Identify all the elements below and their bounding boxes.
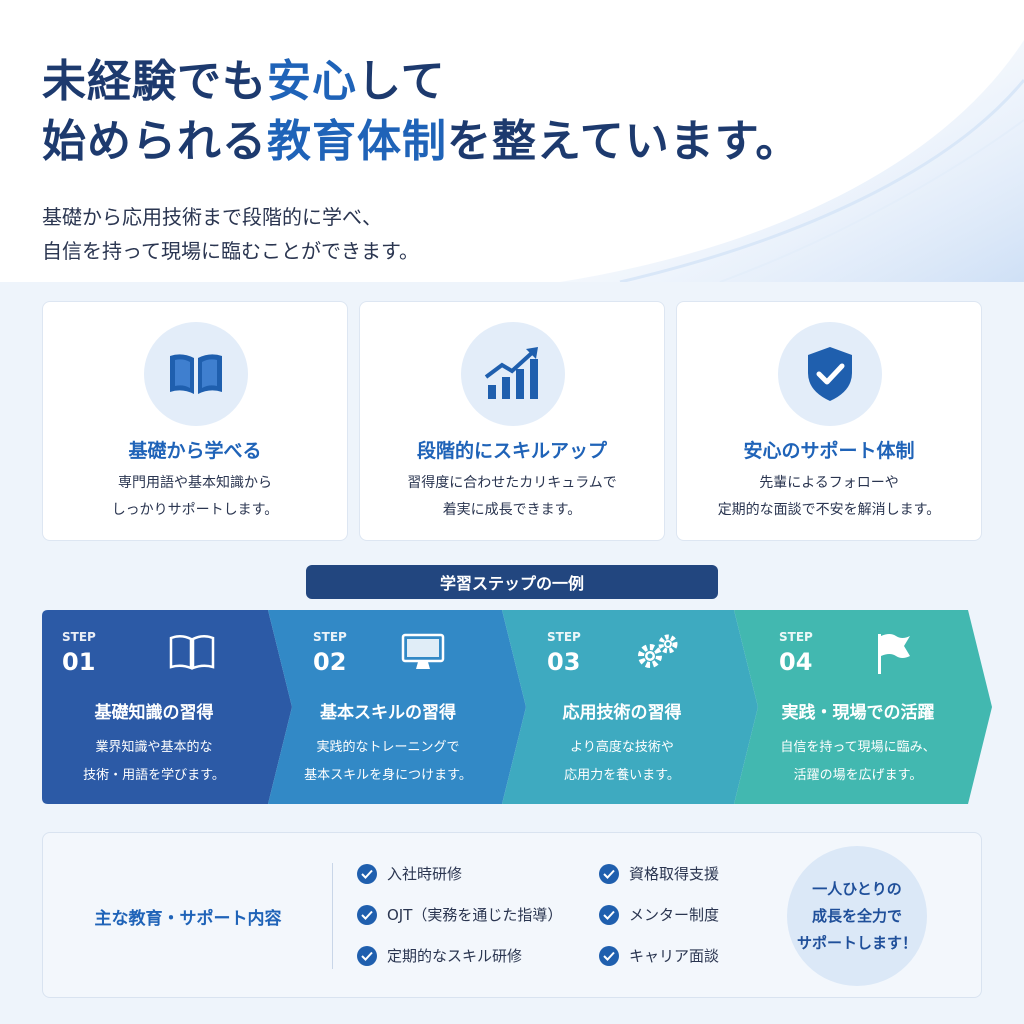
support-item-label: キャリア面談 <box>629 947 720 965</box>
card-text: 専門用語や基本知識から しっかりサポートします。 <box>53 470 337 524</box>
step-02: STEP 02 基本スキルの習得 実践的なトレーニングで 基本スキルを身につけま… <box>292 610 526 804</box>
lead-text: 基礎から応用技術まで段階的に学べ、 自信を持って現場に臨むことができます。 <box>42 200 419 268</box>
monitor-icon <box>400 632 446 676</box>
headline-accent: 教育体制 <box>267 116 447 167</box>
step-arrow-02 <box>268 610 526 804</box>
message-bubble: 一人ひとりの 成長を全力で サポートします！ <box>787 846 927 986</box>
step-number: 03 <box>547 648 581 676</box>
support-item: メンター制度 <box>599 904 719 925</box>
headline-line-2: 始められる教育体制を整えています。 <box>42 112 800 172</box>
check-icon <box>357 863 377 884</box>
open-book-icon <box>144 322 248 426</box>
bubble-line: 一人ひとりの <box>812 879 902 898</box>
step-title: 基礎知識の習得 <box>94 703 214 723</box>
step-04: STEP 04 実践・現場での活躍 自信を持って現場に臨み、 活躍の場を広げます… <box>758 610 992 804</box>
step-kicker: STEP <box>313 630 347 644</box>
step-number: 02 <box>313 648 347 676</box>
step-kicker: STEP <box>62 630 96 644</box>
step-text: 自信を持って現場に臨み、 活躍の場を広げます。 <box>752 734 964 790</box>
feature-cards: 基礎から学べる 専門用語や基本知識から しっかりサポートします。 段階的にスキル… <box>42 301 982 541</box>
card-text-line: 着実に成長できます。 <box>442 502 582 518</box>
feature-card-support: 安心のサポート体制 先輩によるフォローや 定期的な面談で不安を解消します。 <box>676 301 982 541</box>
steps-section-label: 学習ステップの一例 <box>306 565 718 599</box>
step-text: より高度な技術や 応用力を養います。 <box>516 734 728 790</box>
feature-card-skillup: 段階的にスキルアップ 習得度に合わせたカリキュラムで 着実に成長できます。 <box>359 301 665 541</box>
headline-text: を整えています。 <box>447 116 801 167</box>
book-icon <box>168 632 216 676</box>
step-title: 実践・現場での活躍 <box>781 703 935 723</box>
bubble-line: サポートします！ <box>796 933 917 952</box>
step-arrows <box>42 610 992 804</box>
support-item-label: 資格取得支援 <box>629 865 720 883</box>
support-item: OJT（実務を通じた指導） <box>357 904 562 925</box>
step-title: 基本スキルの習得 <box>320 703 456 723</box>
headline-line-1: 未経験でも安心して <box>42 52 800 112</box>
support-item-label: 定期的なスキル研修 <box>387 947 523 965</box>
page-headline: 未経験でも安心して 始められる教育体制を整えています。 <box>42 52 800 172</box>
card-title: 安心のサポート体制 <box>743 440 915 462</box>
step-kicker: STEP <box>547 630 581 644</box>
check-icon <box>599 904 619 925</box>
step-text-line: 実践的なトレーニングで <box>316 740 460 755</box>
step-text-line: 業界知識や基本的な <box>95 740 213 755</box>
support-title: 主な教育・サポート内容 <box>94 908 282 929</box>
card-text-line: しっかりサポートします。 <box>111 502 279 518</box>
step-number: 01 <box>62 648 96 676</box>
step-number: 04 <box>779 648 813 676</box>
support-item-label: 入社時研修 <box>387 865 463 883</box>
support-item-label: メンター制度 <box>629 906 720 924</box>
check-icon <box>357 945 377 966</box>
step-text-line: 活躍の場を広げます。 <box>793 768 923 783</box>
feature-card-basics: 基礎から学べる 専門用語や基本知識から しっかりサポートします。 <box>42 301 348 541</box>
support-item: 定期的なスキル研修 <box>357 945 522 966</box>
support-item: キャリア面談 <box>599 945 719 966</box>
step-text-line: 自信を持って現場に臨み、 <box>780 740 936 755</box>
step-text-line: 応用力を養います。 <box>564 768 680 783</box>
step-arrow-03 <box>502 610 758 804</box>
check-icon <box>599 945 619 966</box>
support-item: 入社時研修 <box>357 863 462 884</box>
card-text-line: 習得度に合わせたカリキュラムで <box>407 475 617 491</box>
decorative-wave <box>560 40 1024 282</box>
step-03: STEP 03 応用技術の習得 より高度な技術や 応用力を養います。 <box>526 610 758 804</box>
growth-chart-icon <box>461 322 565 426</box>
check-icon <box>599 863 619 884</box>
lead-line-1: 基礎から応用技術まで段階的に学べ、 <box>42 205 382 229</box>
hero-section: 未経験でも安心して 始められる教育体制を整えています。 基礎から応用技術まで段階… <box>0 0 1024 282</box>
lead-line-2: 自信を持って現場に臨むことができます。 <box>42 239 419 263</box>
headline-text: 未経験でも <box>42 56 267 107</box>
step-text-line: より高度な技術や <box>570 740 674 755</box>
bubble-line: 成長を全力で <box>811 906 902 925</box>
headline-text: して <box>357 56 446 107</box>
card-title: 基礎から学べる <box>128 440 262 462</box>
check-icon <box>357 904 377 925</box>
step-text-line: 技術・用語を学びます。 <box>83 768 225 783</box>
headline-text: 始められる <box>42 116 267 167</box>
card-text-line: 先輩によるフォローや <box>759 475 899 491</box>
support-item-label: OJT（実務を通じた指導） <box>387 906 563 924</box>
step-01: STEP 01 基礎知識の習得 業界知識や基本的な 技術・用語を学びます。 <box>42 610 292 804</box>
step-text: 実践的なトレーニングで 基本スキルを身につけます。 <box>282 734 494 790</box>
flag-icon <box>874 632 914 680</box>
step-text: 業界知識や基本的な 技術・用語を学びます。 <box>48 734 260 790</box>
card-text: 習得度に合わせたカリキュラムで 着実に成長できます。 <box>370 470 654 524</box>
step-title: 応用技術の習得 <box>562 703 682 723</box>
step-arrow-04 <box>734 610 992 804</box>
shield-check-icon <box>778 322 882 426</box>
headline-accent: 安心 <box>267 56 357 107</box>
support-panel: 主な教育・サポート内容 入社時研修 OJT（実務を通じた指導） 定期的なスキル研… <box>42 832 982 998</box>
support-item: 資格取得支援 <box>599 863 719 884</box>
card-text: 先輩によるフォローや 定期的な面談で不安を解消します。 <box>687 470 971 524</box>
divider <box>332 863 333 969</box>
card-title: 段階的にスキルアップ <box>416 440 607 462</box>
card-text-line: 専門用語や基本知識から <box>118 475 272 491</box>
step-kicker: STEP <box>779 630 813 644</box>
learning-steps: STEP 01 基礎知識の習得 業界知識や基本的な 技術・用語を学びます。 ST… <box>42 610 992 804</box>
step-text-line: 基本スキルを身につけます。 <box>304 768 472 783</box>
step-arrow-01 <box>42 610 292 804</box>
card-text-line: 定期的な面談で不安を解消します。 <box>717 502 941 518</box>
gears-icon <box>634 632 682 676</box>
